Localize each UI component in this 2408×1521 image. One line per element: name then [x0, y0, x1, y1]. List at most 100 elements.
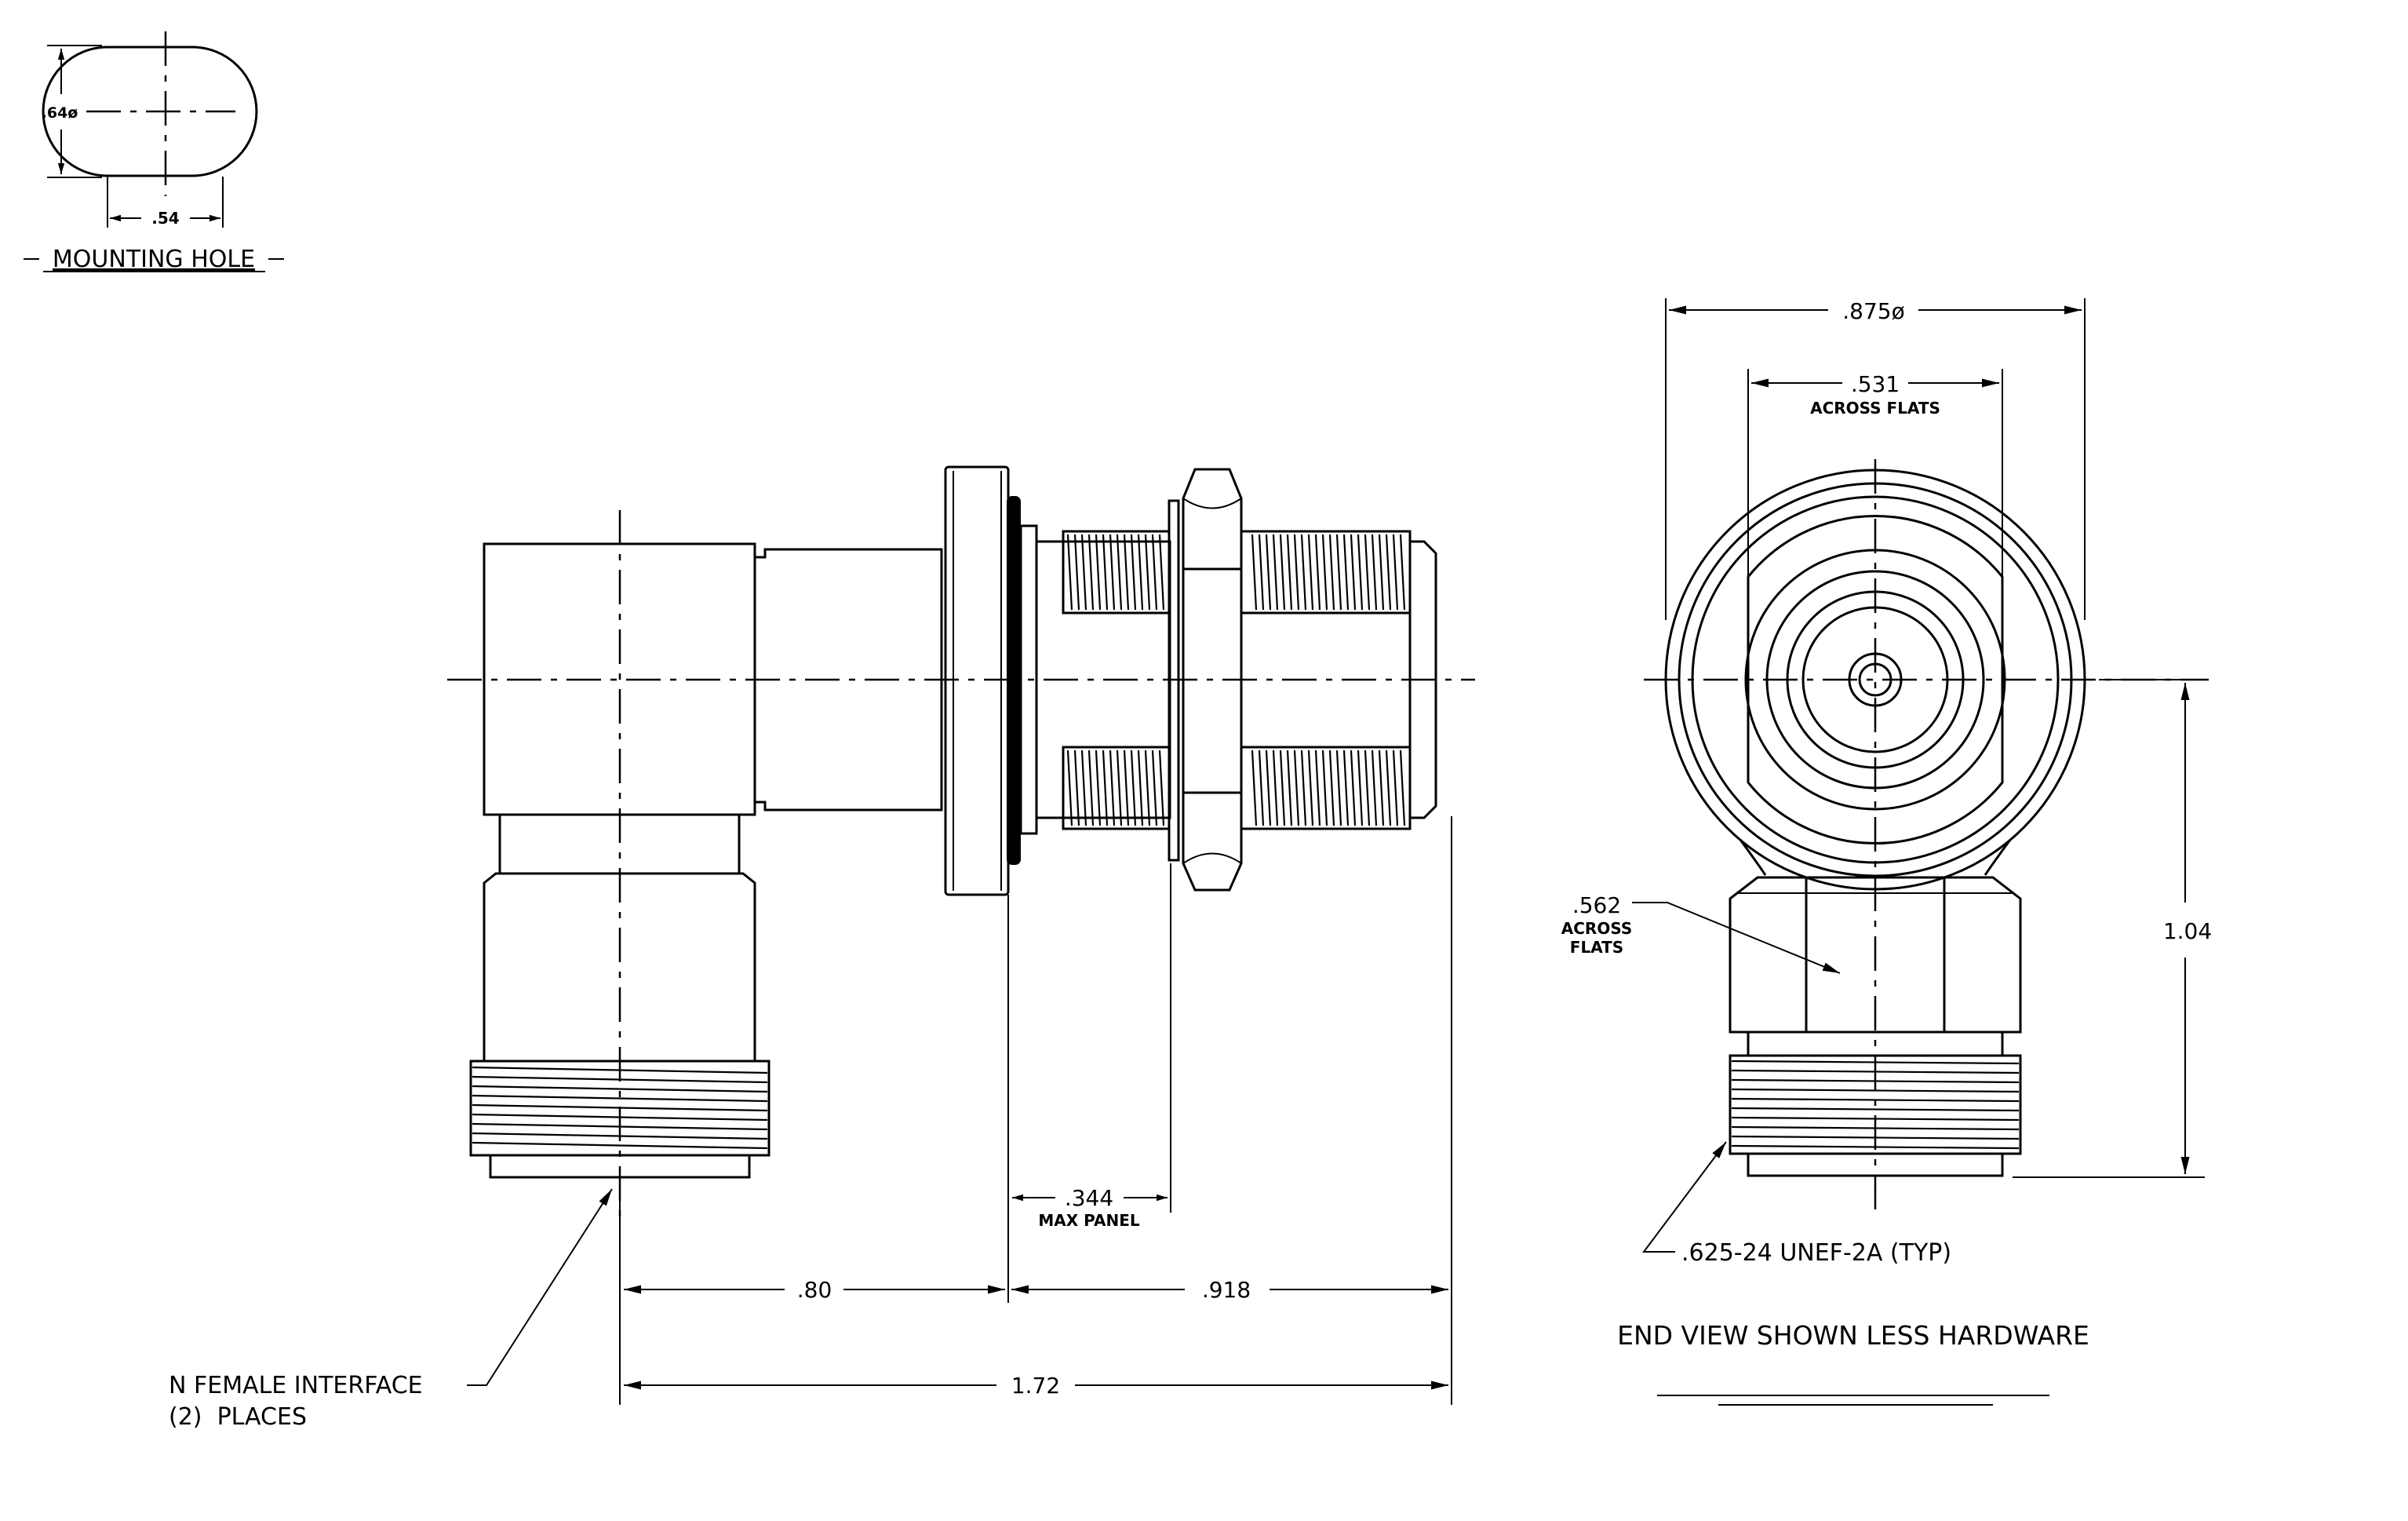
thread-note: .625-24 UNEF-2A (TYP) — [1681, 1239, 1951, 1267]
mounting-hole-flat-label: .54 — [151, 209, 179, 228]
thread-line — [1731, 1144, 2020, 1150]
thread-line — [1731, 1069, 2020, 1074]
thread-line — [1080, 750, 1087, 826]
thread-line — [1073, 750, 1080, 826]
hex-flats-label: .562 — [1572, 892, 1621, 918]
thread-line — [1385, 534, 1392, 611]
thread-line — [1731, 1125, 2020, 1131]
thread-line — [1151, 750, 1158, 826]
thread-line — [1258, 534, 1265, 611]
thread-line — [1144, 750, 1151, 826]
thread-line — [1073, 534, 1080, 611]
n-female-callout-line1: N FEMALE INTERFACE — [169, 1372, 423, 1399]
thread-line — [1095, 534, 1102, 611]
n-thread-hatching — [472, 1066, 768, 1150]
thread-line — [472, 1085, 768, 1093]
thread-line — [1328, 534, 1335, 611]
thread-line — [1130, 750, 1137, 826]
thread-line — [1066, 750, 1073, 826]
flats-top-note: ACROSS FLATS — [1810, 399, 1940, 418]
thread-line — [472, 1141, 768, 1150]
thread-line — [1300, 750, 1307, 826]
thread-line — [1258, 750, 1265, 826]
thread-line — [1265, 534, 1272, 611]
thread-line — [1335, 750, 1342, 826]
thread-line — [1293, 750, 1300, 826]
thread-line — [472, 1113, 768, 1122]
thread-line — [1307, 750, 1314, 826]
dim-0918-label: .918 — [1202, 1277, 1251, 1303]
thread-line — [1158, 750, 1165, 826]
thread-line — [1731, 1135, 2020, 1140]
thread-line — [1109, 750, 1116, 826]
thread-line — [1095, 750, 1102, 826]
thread-line — [1731, 1078, 2020, 1084]
hex-flats-note1: ACROSS — [1561, 919, 1632, 938]
thread-line — [1272, 534, 1279, 611]
dim-080-label: .80 — [797, 1277, 832, 1303]
thread-line — [1335, 534, 1342, 611]
panel-dim-note: MAX PANEL — [1038, 1211, 1139, 1230]
thread-line — [1286, 750, 1293, 826]
thread-line — [1378, 534, 1385, 611]
thread-line — [1342, 534, 1350, 611]
thread-line — [1731, 1107, 2020, 1112]
end-view: .875ø .531 ACROSS FLATS .562 ACROSS FLAT… — [1561, 298, 2212, 1406]
thread-line — [472, 1066, 768, 1074]
thread-line — [1279, 534, 1286, 611]
thread-line — [1123, 750, 1130, 826]
thread-line — [1321, 534, 1328, 611]
thread-line — [1102, 534, 1109, 611]
outer-diameter-label: .875ø — [1842, 298, 1904, 324]
side-view: .344 MAX PANEL .80 .918 1.72 N FEMALE IN… — [169, 465, 1475, 1431]
thread-line — [1392, 534, 1399, 611]
thread-line — [1371, 534, 1378, 611]
thread-line — [1364, 534, 1371, 611]
thread-line — [1137, 534, 1144, 611]
thread-line — [1116, 534, 1123, 611]
thread-line — [1314, 750, 1321, 826]
thread-line — [1321, 750, 1328, 826]
thread-line — [1144, 534, 1151, 611]
thread-line — [1251, 534, 1258, 611]
thread-line — [1307, 534, 1314, 611]
thread-line — [1300, 534, 1307, 611]
thread-line — [1251, 750, 1258, 826]
thread-line — [1116, 750, 1123, 826]
thread-line — [1265, 750, 1272, 826]
thread-line — [1364, 750, 1371, 826]
thread-line — [1399, 750, 1406, 826]
thread-line — [472, 1075, 768, 1084]
mounting-hole-title: MOUNTING HOLE — [53, 246, 255, 273]
thread-line — [1158, 534, 1165, 611]
thread-line — [1066, 534, 1073, 611]
mounting-hole-diameter-label: .64ø — [42, 104, 78, 122]
thread-line — [1109, 534, 1116, 611]
thread-line — [1399, 534, 1406, 611]
thread-line — [1151, 534, 1158, 611]
thread-line — [1731, 1088, 2020, 1093]
panel-dim-label: .344 — [1065, 1185, 1113, 1211]
dim-172-label: 1.72 — [1011, 1373, 1060, 1399]
thread-line — [1137, 750, 1144, 826]
thread-line — [1279, 750, 1286, 826]
thread-line — [1350, 750, 1357, 826]
thread-hatching — [1066, 534, 1406, 826]
end-thread-hatching — [1731, 1060, 2020, 1150]
flats-top-label: .531 — [1851, 371, 1900, 397]
end-view-caption: END VIEW SHOWN LESS HARDWARE — [1617, 1320, 2089, 1351]
thread-line — [1357, 534, 1364, 611]
thread-line — [1371, 750, 1378, 826]
thread-line — [1293, 534, 1300, 611]
thread-line — [472, 1103, 768, 1112]
thread-line — [1378, 750, 1385, 826]
thread-line — [472, 1122, 768, 1131]
hex-flats-note2: FLATS — [1570, 938, 1623, 957]
thread-line — [1102, 750, 1109, 826]
mounting-hole-outline — [42, 46, 258, 177]
thread-line — [472, 1132, 768, 1140]
thread-line — [1357, 750, 1364, 826]
thread-line — [1328, 750, 1335, 826]
n-female-callout-line2: (2) PLACES — [169, 1403, 307, 1431]
